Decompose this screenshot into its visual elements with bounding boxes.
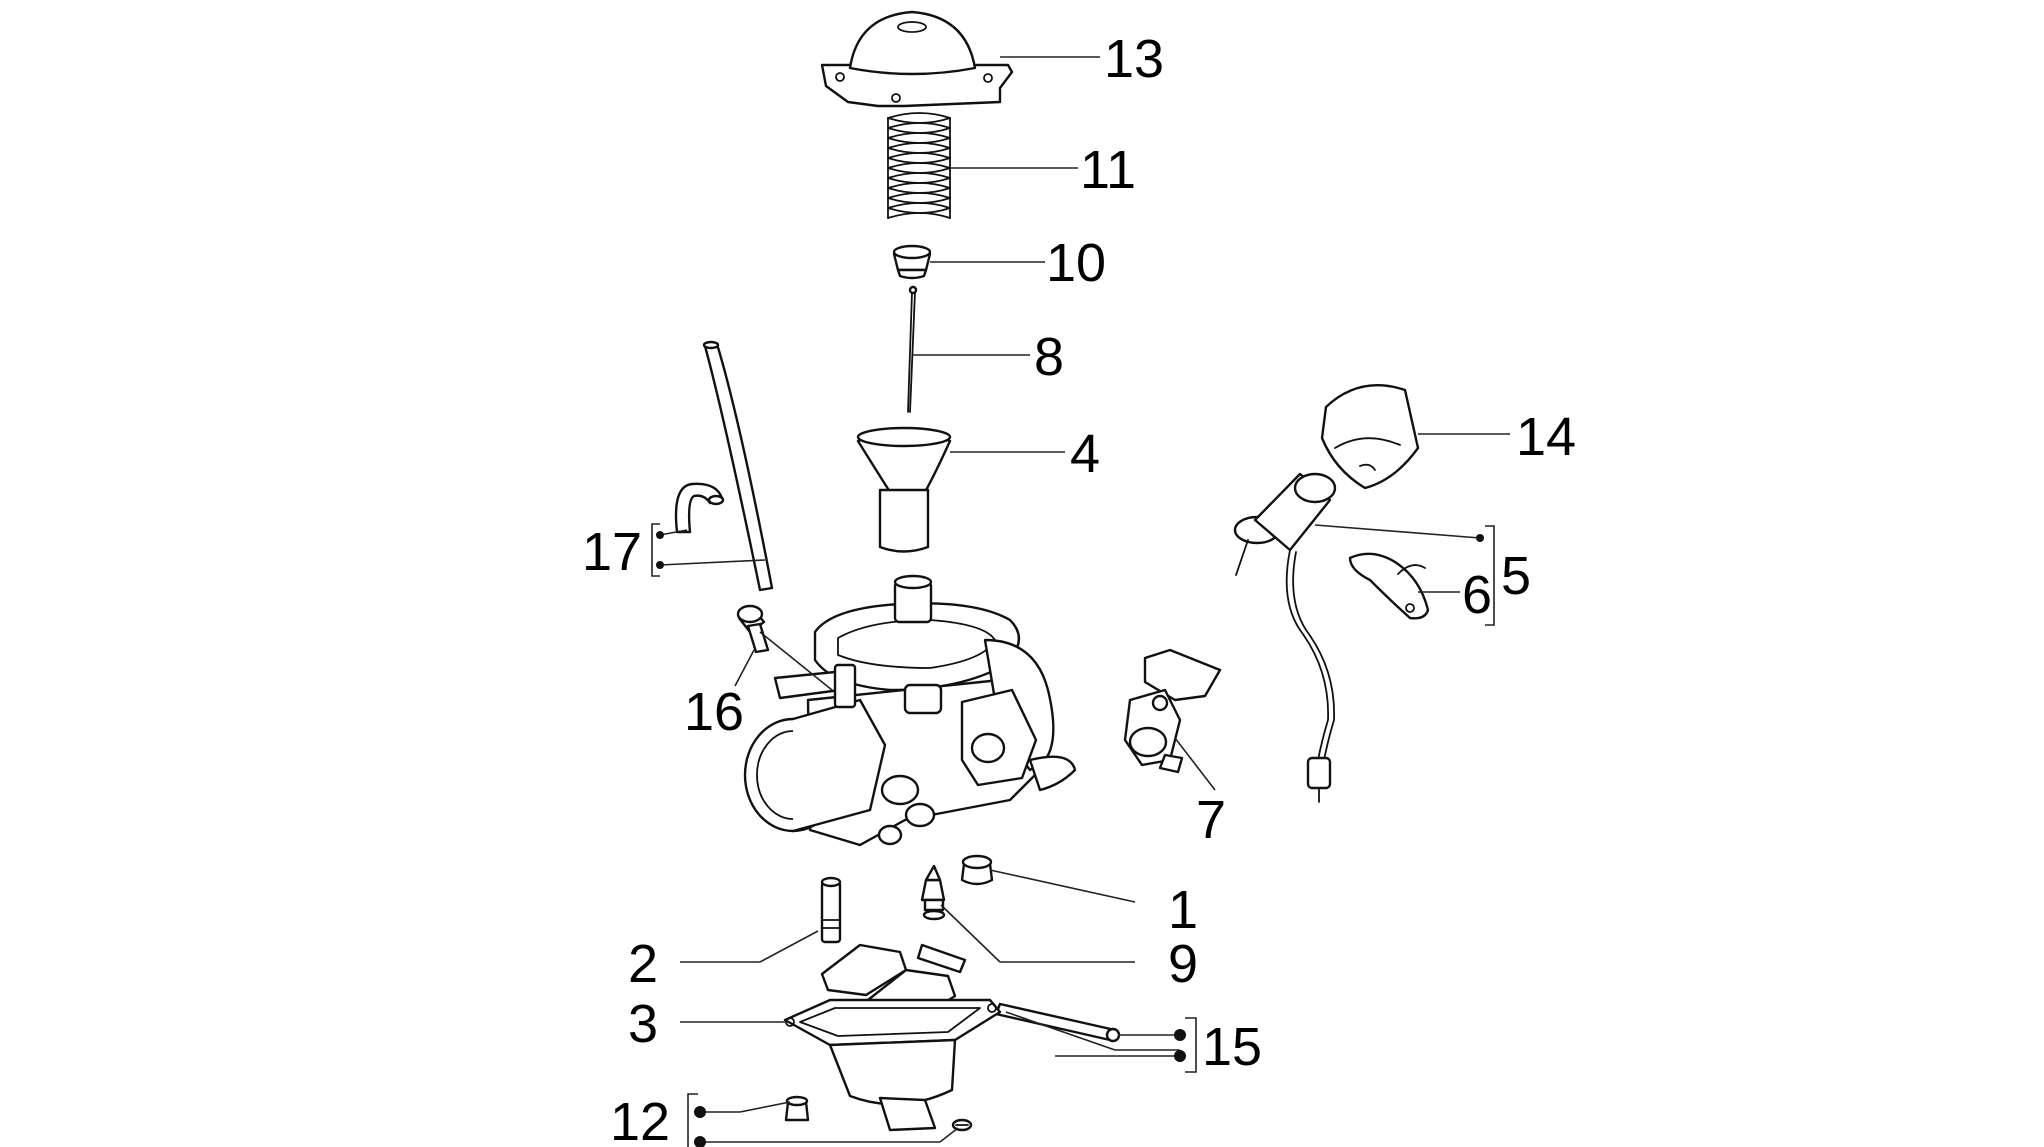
callout-8: 8 xyxy=(1034,327,1064,387)
callout-5: 5 xyxy=(1501,546,1531,606)
callout-16: 16 xyxy=(684,682,744,742)
callout-4: 4 xyxy=(1070,424,1100,484)
bracket-dots xyxy=(656,531,1484,1147)
callout-17: 17 xyxy=(582,522,642,582)
callout-1: 1 xyxy=(1168,880,1198,940)
part-14-rubber-cover xyxy=(1320,384,1420,490)
carburetor-body xyxy=(743,574,1077,847)
part-1-plug xyxy=(960,854,994,886)
part-4-slide xyxy=(856,426,952,553)
part-2-jet xyxy=(820,876,842,944)
part-6-plate xyxy=(1348,552,1430,620)
callout-13: 13 xyxy=(1104,29,1164,89)
callout-2: 2 xyxy=(628,934,658,994)
part-7-holder xyxy=(1123,648,1222,774)
leader-lines xyxy=(651,56,1510,1147)
part-10-retainer xyxy=(892,244,932,280)
part-5-starter xyxy=(1233,472,1337,803)
callout-12: 12 xyxy=(610,1092,670,1147)
part-17-hoses xyxy=(674,340,774,592)
part-12-screws xyxy=(784,1095,973,1132)
callout-15: 15 xyxy=(1202,1017,1262,1077)
part-8-needle xyxy=(907,285,918,413)
callout-11: 11 xyxy=(1080,140,1136,200)
part-9-float-needle xyxy=(920,864,946,921)
part-13-cover xyxy=(820,10,1014,108)
part-3-bowl xyxy=(783,998,1002,1132)
callout-14: 14 xyxy=(1516,407,1576,467)
part-11-spring xyxy=(887,112,951,219)
callout-9: 9 xyxy=(1168,934,1198,994)
callout-labels: 13 11 10 8 4 14 5 6 7 1 9 2 3 15 12 16 1… xyxy=(582,29,1576,1147)
callout-10: 10 xyxy=(1046,233,1106,293)
callout-6: 6 xyxy=(1462,565,1492,625)
part-16-screw xyxy=(736,604,770,654)
callout-7: 7 xyxy=(1196,790,1226,850)
callout-3: 3 xyxy=(628,994,658,1054)
